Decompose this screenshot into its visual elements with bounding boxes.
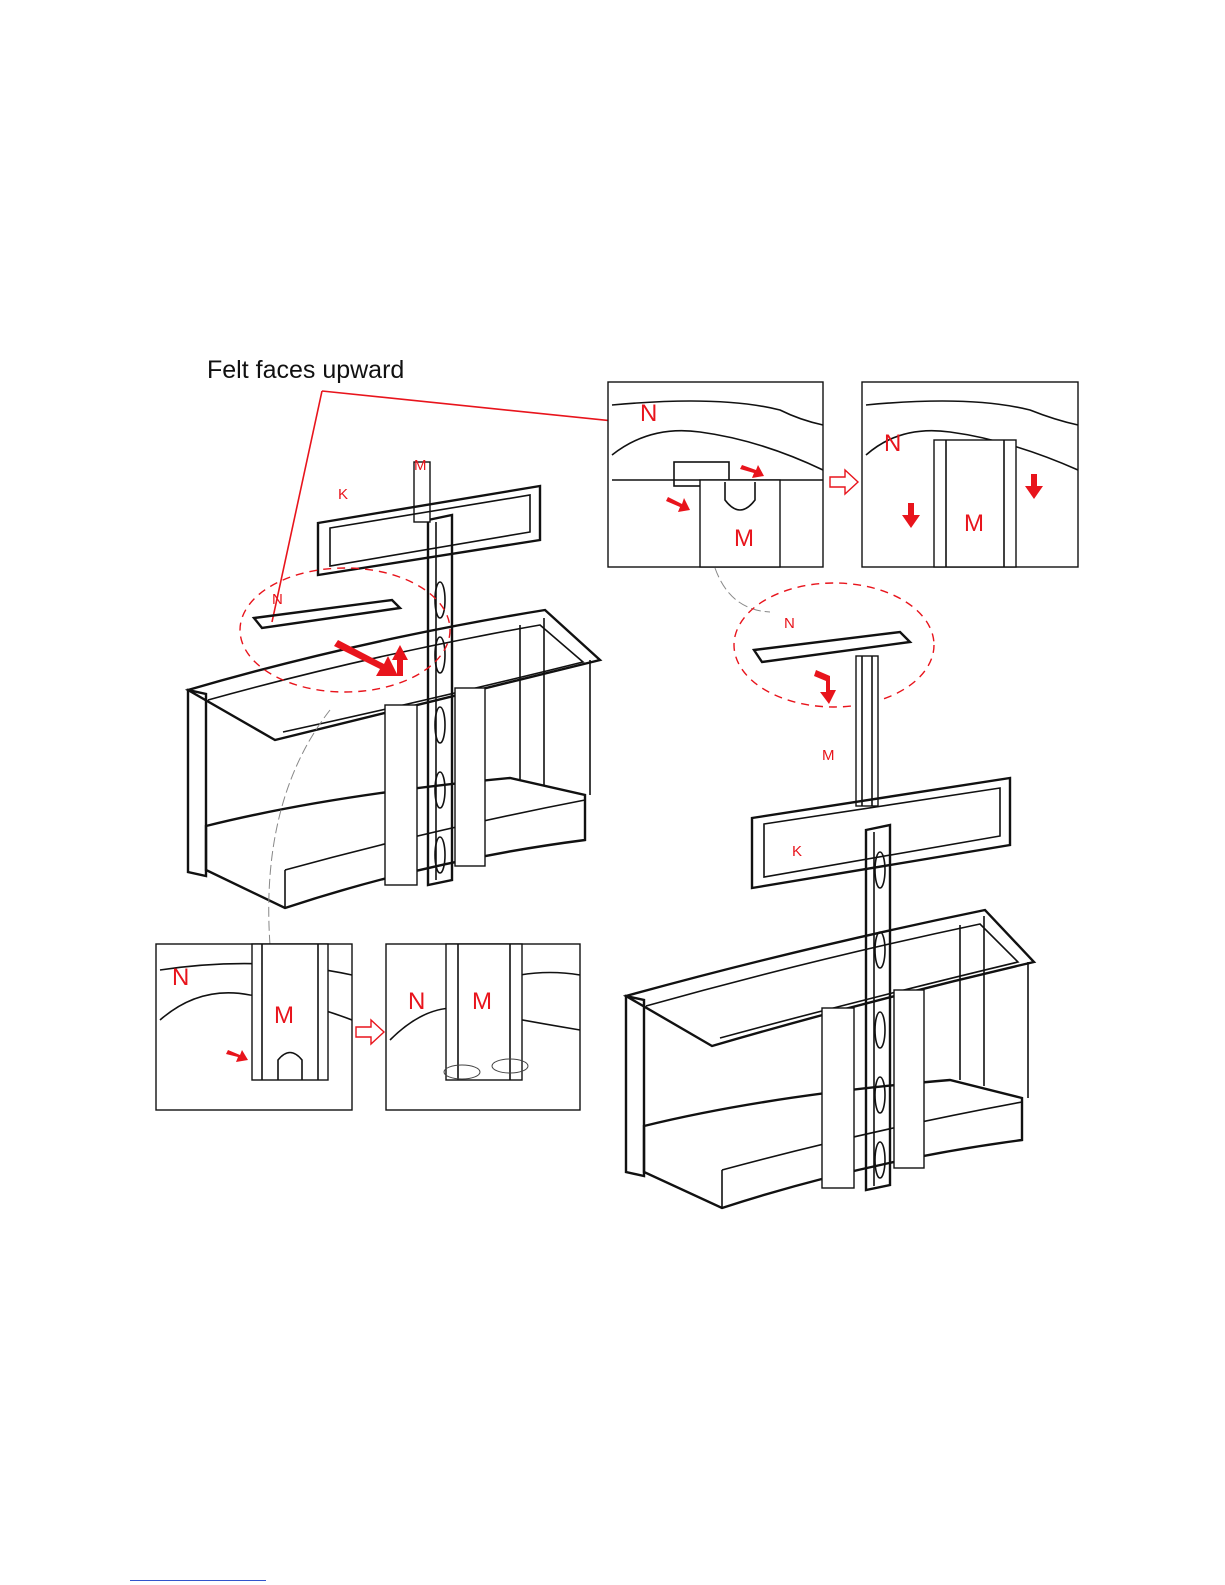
detail-panel-bottom-1: N M [156, 944, 352, 1110]
label-n: N [172, 964, 189, 991]
label-n: N [784, 615, 795, 632]
label-m: M [822, 747, 835, 764]
detail-panel-top-2: N M [862, 382, 1078, 567]
next-step-arrow-icon [830, 470, 858, 494]
label-m: M [274, 1002, 294, 1029]
detail-panel-bottom-2: N M [386, 944, 580, 1110]
footer-link-underline [130, 1580, 266, 1581]
label-m: M [734, 525, 754, 552]
label-m: M [472, 988, 492, 1015]
callout-line-left [272, 391, 322, 622]
next-step-arrow-icon [356, 1020, 384, 1044]
label-n: N [272, 591, 283, 608]
zoom-ellipse [734, 583, 934, 707]
motion-arrow-icon [814, 670, 836, 704]
left-tv-stand-illustration: M K N [188, 391, 652, 945]
label-n: N [640, 400, 657, 427]
zoom-ellipse [240, 568, 450, 692]
right-tv-stand-illustration: N M K [626, 568, 1034, 1208]
label-n: N [884, 430, 901, 457]
label-k: K [338, 486, 348, 503]
label-n: N [408, 988, 425, 1015]
callout-line-right [322, 391, 652, 425]
detail-panel-top-1: N M [608, 382, 823, 567]
label-m: M [414, 457, 427, 474]
label-k: K [792, 843, 802, 860]
label-m: M [964, 510, 984, 537]
